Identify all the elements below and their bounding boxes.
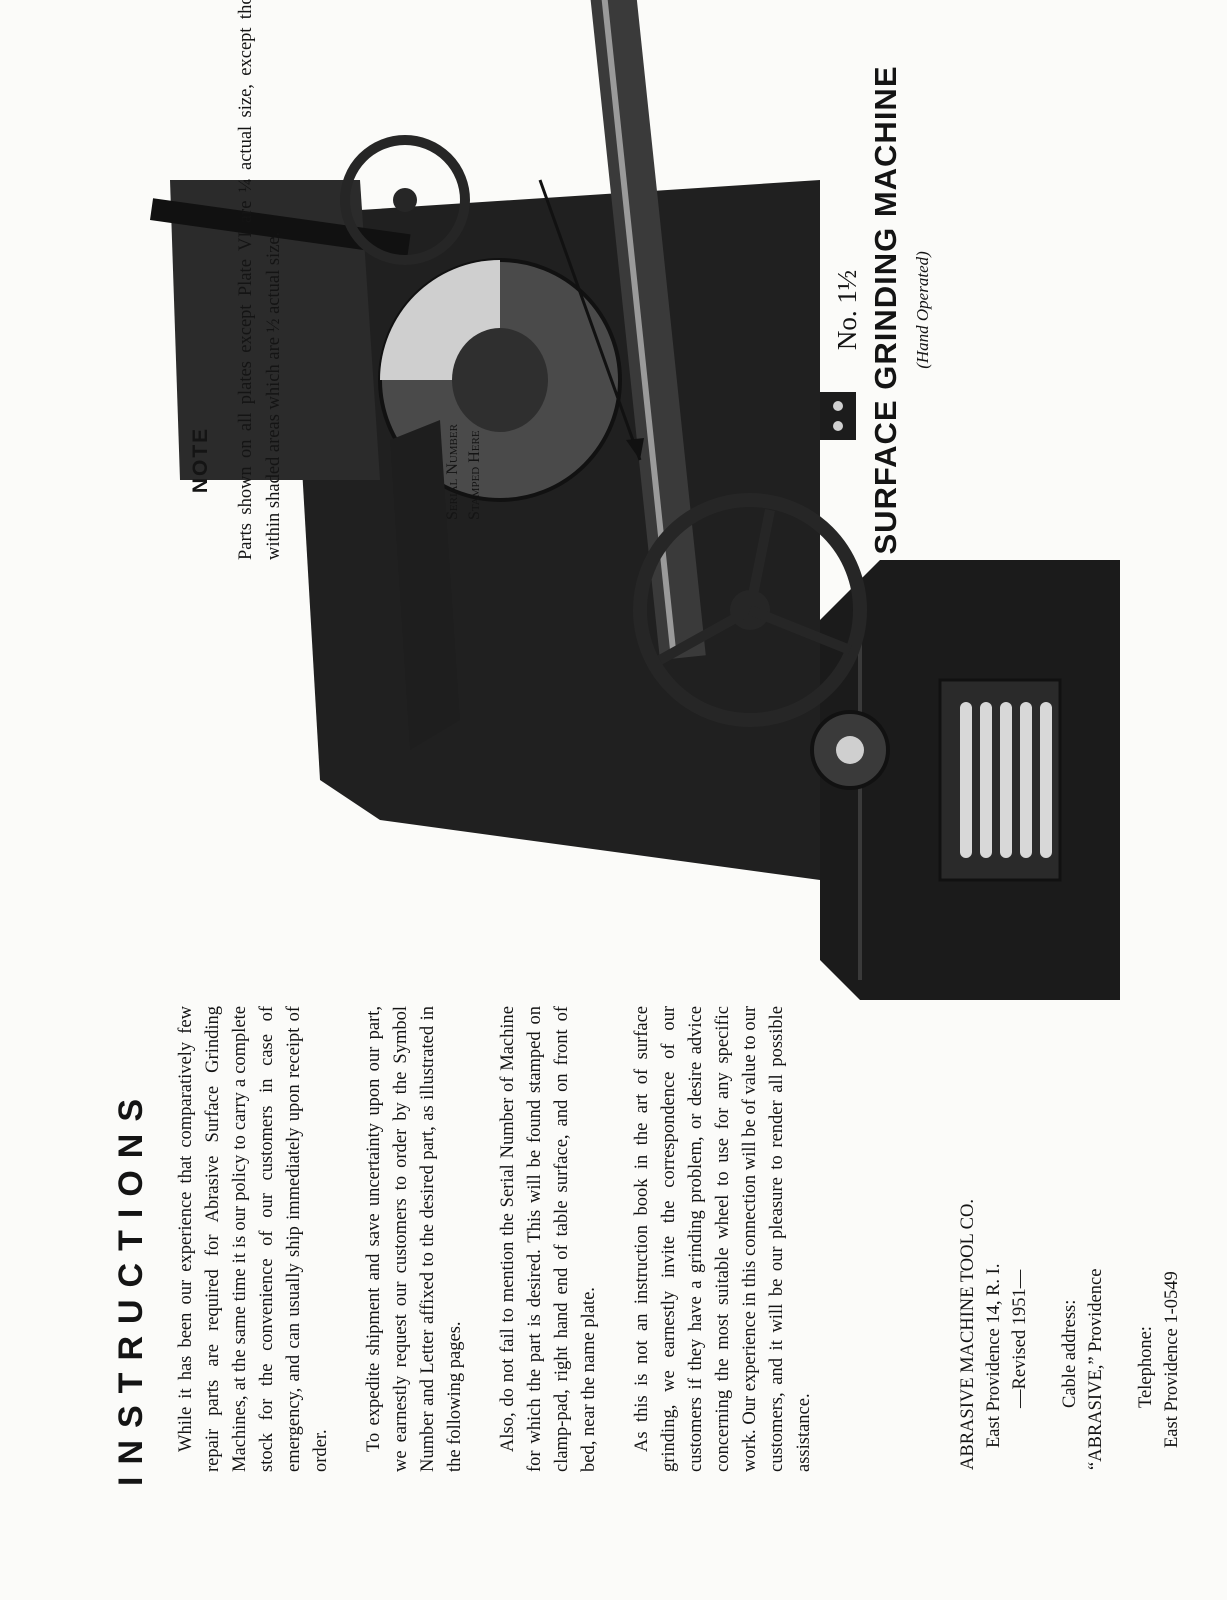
callout-line-2: Stamped Here (466, 430, 483, 520)
surface-grinder-illustration (150, 0, 1120, 1000)
telephone-label: Telephone: (1136, 1326, 1156, 1408)
instructions-heading: INSTRUCTIONS (112, 1087, 150, 1486)
revision-date: —Revised 1951— (1010, 1269, 1030, 1408)
cable-address-label: Cable address: (1060, 1299, 1080, 1408)
company-address: East Providence 14, R. I. (984, 1263, 1004, 1448)
machine-subtitle: (Hand Operated) (913, 251, 932, 369)
company-block: ABRASIVE MACHINE TOOL CO. East Providenc… (955, 1130, 1185, 1470)
note-text: Parts shown on all plates except Plate V… (236, 0, 284, 560)
company-name: ABRASIVE MACHINE TOOL CO. (958, 1198, 978, 1470)
machine-title: SURFACE GRINDING MACHINE (868, 65, 903, 555)
machine-number: No. 1½ (832, 269, 862, 351)
serial-number-callout: Serial Number Stamped Here (442, 424, 486, 520)
cable-address-value: “ABRASIVE,” Providence (1086, 1268, 1106, 1470)
callout-line-1: Serial Number (444, 424, 461, 520)
note-heading: NOTE (189, 426, 212, 494)
telephone-value: East Providence 1-0549 (1162, 1271, 1182, 1448)
